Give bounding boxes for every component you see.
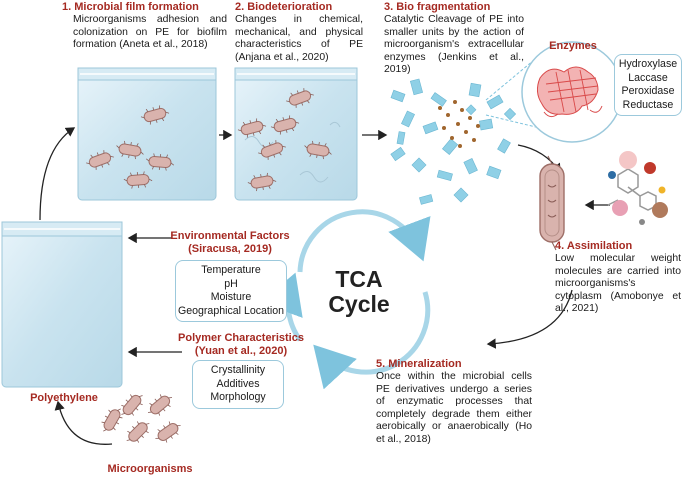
enzyme-item: Laccase (628, 71, 668, 84)
env-factor-item: pH (224, 277, 238, 290)
polymer-item: Crystallinity (210, 364, 266, 376)
polymer-title: Polymer Characteristics (Yuan et al., 20… (176, 332, 306, 358)
step5-title: 5. Mineralization (376, 358, 462, 370)
polymer-item: Morphology (210, 391, 266, 403)
env-factor-item: Temperature (201, 264, 261, 276)
step4-title: 4. Assimilation (555, 240, 633, 252)
step3-body: Catalytic Cleavage of PE into smaller un… (384, 14, 524, 63)
tca-label-line2: Cycle (328, 291, 390, 317)
microorganisms-label: Microorganisms (107, 463, 193, 475)
step4-text: Low molecular weight molecules are carri… (555, 253, 681, 316)
step3-text: Catalytic Cleavage of PE into smaller un… (384, 14, 524, 77)
step5-body: Once within the microbial cells PE deriv… (376, 371, 532, 432)
enzymes-list: Hydroxylase Laccase Peroxidase Reductase (614, 54, 682, 116)
enzymes-title: Enzymes (549, 40, 597, 52)
enzyme-item: Hydroxylase (618, 58, 678, 70)
microbial-cell (539, 155, 565, 251)
step4-citation: (Amobonye et al., 2021) (555, 290, 681, 315)
polyethylene-label: Polyethylene (30, 392, 98, 404)
enzyme-item: Reductase (622, 98, 674, 111)
step1-title: 1. Microbial film formation (62, 1, 199, 13)
bag-biodeterioration (234, 67, 358, 201)
step2-title: 2. Biodeterioration (235, 1, 333, 13)
env-factor-item: Geographical Location (177, 304, 284, 317)
step2-citation: (Anjana et al., 2020) (235, 51, 329, 63)
tca-cycle-label: TCA Cycle (315, 267, 403, 317)
step1-text: Microorganisms adhesion and colonization… (73, 14, 227, 52)
polymer-citation: (Yuan et al., 2020) (194, 345, 288, 357)
step5-citation: (Ho et al., 2018) (376, 421, 532, 445)
polymer-item: Additives (216, 377, 260, 390)
tca-label-line1: TCA (335, 266, 383, 292)
env-factors-title: Environmental Factors (Siracusa, 2019) (170, 230, 290, 256)
enzyme-structure (485, 41, 623, 143)
polyethylene-bag (1, 221, 123, 388)
env-factor-item: Moisture (210, 291, 252, 303)
env-factors-citation: (Siracusa, 2019) (188, 243, 272, 255)
bag-biofilm (77, 67, 217, 201)
step5-text: Once within the microbial cells PE deriv… (376, 371, 532, 446)
pe-fragments (390, 78, 517, 205)
env-factors-title-line1: Environmental Factors (170, 230, 290, 242)
tca-cycle-arrows (260, 209, 431, 390)
step1-citation: (Aneta et al., 2018) (119, 39, 208, 50)
flow-arrows (39, 127, 610, 445)
step4-body: Low molecular weight molecules are carri… (555, 253, 681, 302)
polymer-box: Crystallinity Additives Morphology (192, 360, 284, 409)
step1-body: Microorganisms adhesion and colonization… (73, 14, 227, 50)
polymer-title-line1: Polymer Characteristics (178, 332, 304, 344)
step2-text: Changes in chemical, mechanical, and phy… (235, 14, 363, 64)
step2-body: Changes in chemical, mechanical, and phy… (235, 14, 363, 50)
step3-citation: (Jenkins et al., 2019) (384, 51, 524, 76)
enzyme-dots (438, 100, 480, 148)
step3-title: 3. Bio fragmentation (384, 1, 491, 13)
env-factors-box: Temperature pH Moisture Geographical Loc… (175, 260, 287, 322)
small-molecules (607, 151, 668, 225)
enzyme-item: Peroxidase (621, 85, 675, 97)
